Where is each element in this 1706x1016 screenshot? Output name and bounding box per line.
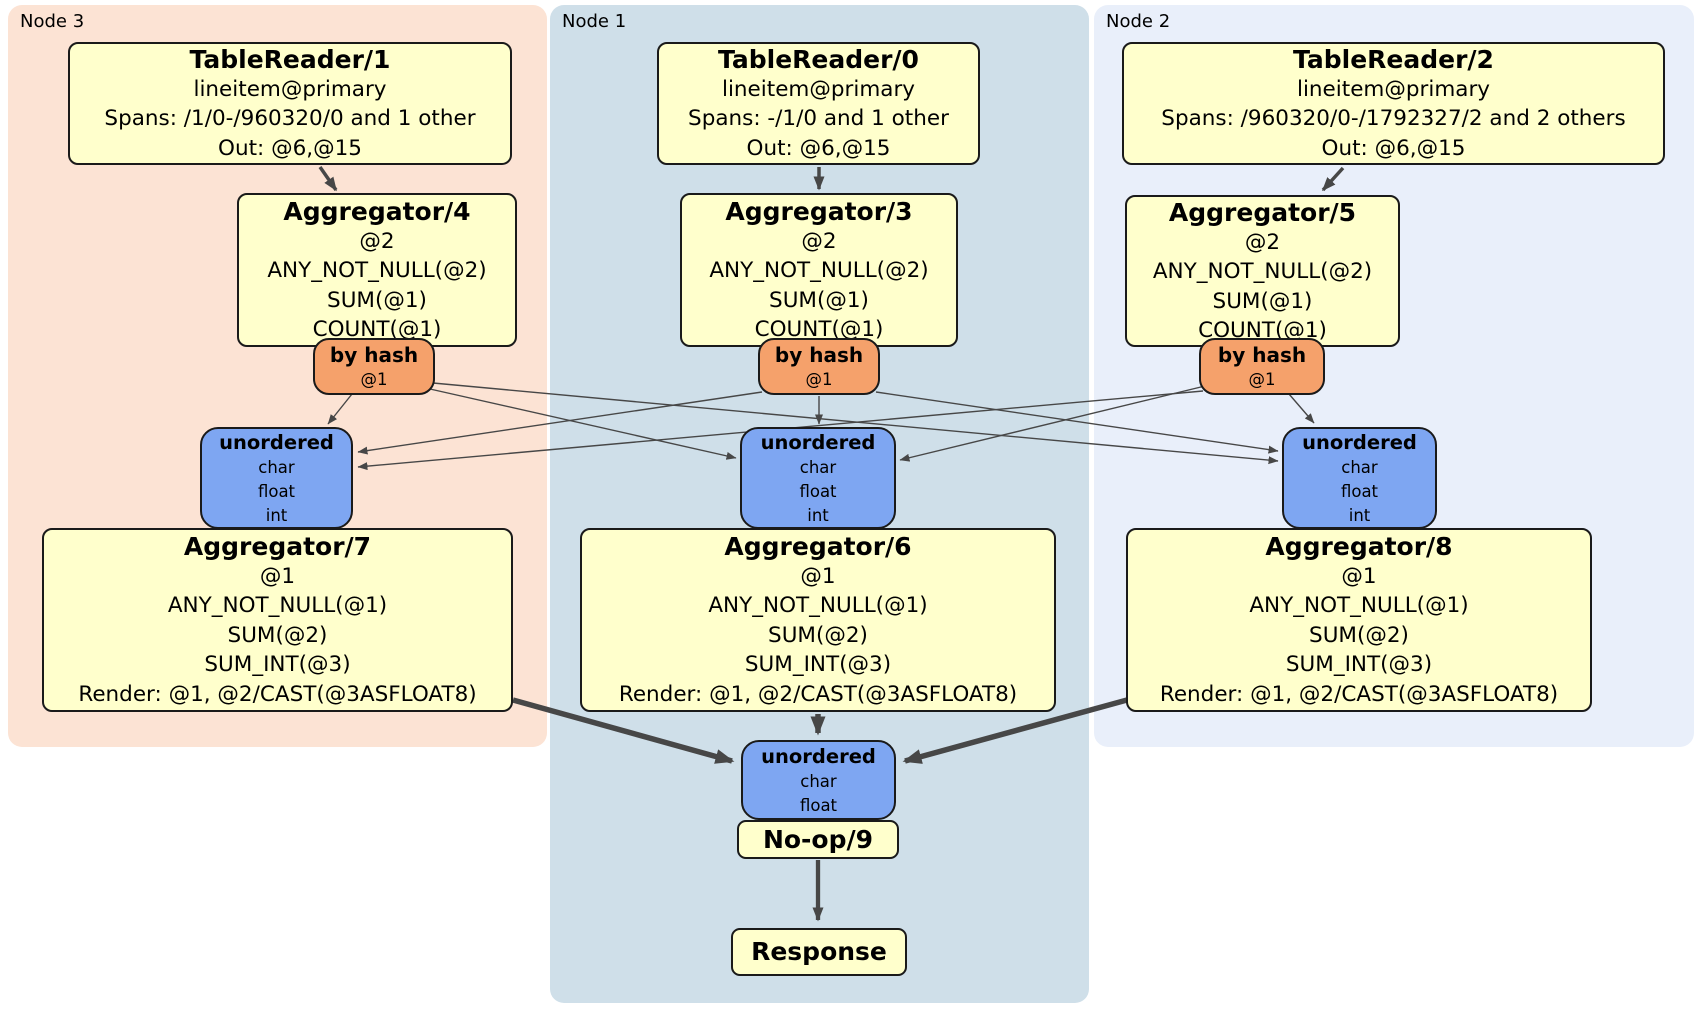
router-hash-right: by hash @1 [1199, 338, 1325, 395]
operator-aggregator-5: Aggregator/5 @2 ANY_NOT_NULL(@2) SUM(@1)… [1125, 195, 1400, 347]
operator-detail: SUM(@2) [768, 622, 868, 648]
edge-hashM-unR [875, 391, 1279, 454]
operator-detail: ANY_NOT_NULL(@1) [708, 593, 928, 619]
sync-unordered-mid: unordered char float int [740, 427, 896, 529]
operator-aggregator-7: Aggregator/7 @1 ANY_NOT_NULL(@1) SUM(@2)… [42, 528, 513, 712]
operator-detail: Render: @1, @2/CAST(@3ASFLOAT8) [78, 681, 477, 707]
sync-unordered-right: unordered char float int [1282, 427, 1437, 529]
operator-title: No-op/9 [762, 824, 874, 854]
edge-hashR-unR [1288, 393, 1315, 424]
sync-title: unordered [219, 430, 334, 454]
node1-label: Node 1 [562, 11, 627, 32]
operator-detail: lineitem@primary [193, 76, 387, 102]
sync-detail: float [1340, 481, 1379, 501]
sync-detail: char [258, 457, 295, 477]
operator-title: TableReader/1 [189, 44, 391, 74]
operator-detail: @2 [801, 228, 837, 254]
edge-agg8-final [902, 697, 1128, 764]
operator-detail: Spans: /960320/0-/1792327/2 and 2 others [1161, 106, 1626, 132]
operator-detail: Spans: /1/0-/960320/0 and 1 other [104, 106, 476, 132]
router-hash-left: by hash @1 [313, 338, 435, 395]
sync-title: unordered [1302, 430, 1417, 454]
operator-detail: SUM_INT(@3) [204, 652, 351, 678]
operator-aggregator-8: Aggregator/8 @1 ANY_NOT_NULL(@1) SUM(@2)… [1126, 528, 1592, 712]
router-detail: @1 [360, 370, 388, 389]
sync-detail: int [265, 505, 288, 525]
edge-tr1-agg4 [318, 166, 338, 192]
node2-label: Node 2 [1106, 11, 1171, 32]
operator-title: Aggregator/3 [725, 196, 913, 226]
sync-detail: int [1348, 505, 1371, 525]
operator-detail: @1 [1341, 563, 1377, 589]
operator-detail: Out: @6,@15 [1321, 135, 1466, 161]
operator-detail: SUM_INT(@3) [744, 652, 892, 678]
edge-hashM-unL [357, 391, 763, 455]
operator-detail: lineitem@primary [1296, 76, 1491, 102]
operator-detail: lineitem@primary [721, 76, 916, 102]
operator-title: TableReader/0 [718, 44, 919, 74]
operator-detail: Render: @1, @2/CAST(@3ASFLOAT8) [1159, 681, 1559, 707]
router-title: by hash [774, 343, 864, 367]
sync-title: unordered [760, 430, 876, 454]
operator-title: Response [751, 937, 887, 966]
operator-aggregator-3: Aggregator/3 @2 ANY_NOT_NULL(@2) SUM(@1)… [680, 193, 958, 347]
router-detail: @1 [1248, 370, 1276, 389]
operator-detail: ANY_NOT_NULL(@1) [167, 593, 388, 619]
sync-detail: float [257, 481, 296, 501]
operator-detail: Render: @1, @2/CAST(@3ASFLOAT8) [618, 681, 1018, 707]
router-title: by hash [329, 343, 419, 367]
operator-detail: @2 [1244, 229, 1281, 255]
operator-detail: ANY_NOT_NULL(@2) [709, 258, 929, 283]
operator-title: Aggregator/6 [724, 531, 912, 561]
operator-detail: @1 [800, 563, 836, 589]
operator-detail: ANY_NOT_NULL(@2) [267, 258, 487, 283]
operator-aggregator-4: Aggregator/4 @2 ANY_NOT_NULL(@2) SUM(@1)… [237, 193, 517, 347]
operator-title: Aggregator/5 [1168, 197, 1357, 227]
edge-hashL-unL [327, 393, 353, 425]
operator-title: Aggregator/8 [1265, 531, 1453, 561]
operator-detail: SUM(@2) [227, 622, 328, 648]
operator-tablereader-2: TableReader/2 lineitem@primary Spans: /9… [1122, 42, 1665, 165]
edge-hashR-unM [899, 385, 1206, 462]
operator-detail: @1 [259, 563, 296, 589]
edge-hashL-unM [429, 388, 737, 460]
operator-detail: SUM(@1) [769, 287, 869, 313]
router-title: by hash [1217, 343, 1307, 367]
operator-detail: Out: @6,@15 [746, 135, 891, 161]
sync-detail: float [799, 481, 837, 501]
operator-tablereader-1: TableReader/1 lineitem@primary Spans: /1… [68, 42, 512, 165]
operator-tablereader-0: TableReader/0 lineitem@primary Spans: -/… [657, 42, 980, 165]
node3-label: Node 3 [20, 11, 85, 32]
router-detail: @1 [805, 370, 833, 389]
operator-detail: COUNT(@1) [312, 317, 442, 342]
sync-unordered-left: unordered char float int [200, 427, 353, 529]
edge-tr2-agg5 [1321, 166, 1345, 192]
operator-detail: SUM(@1) [327, 287, 427, 313]
sync-detail: int [807, 505, 829, 525]
operator-detail: SUM(@2) [1309, 622, 1409, 648]
operator-response: Response [731, 928, 907, 976]
operator-detail: Spans: -/1/0 and 1 other [688, 106, 949, 132]
operator-detail: SUM(@1) [1212, 288, 1313, 314]
operator-detail: ANY_NOT_NULL(@1) [1249, 593, 1469, 619]
sync-detail: char [1341, 457, 1378, 477]
operator-title: Aggregator/7 [183, 531, 372, 561]
operator-noop-9: No-op/9 [737, 820, 899, 859]
sync-detail: float [799, 795, 838, 815]
operator-detail: Out: @6,@15 [218, 135, 362, 161]
operator-detail: @2 [359, 228, 395, 254]
operator-detail: SUM_INT(@3) [1285, 652, 1433, 678]
sync-title: unordered [761, 744, 876, 768]
sync-detail: char [800, 771, 837, 791]
edge-agg7-final [512, 697, 735, 764]
router-hash-mid: by hash @1 [758, 338, 880, 395]
sync-unordered-final: unordered char float [741, 740, 896, 820]
sync-detail: char [799, 457, 837, 477]
operator-detail: ANY_NOT_NULL(@2) [1152, 259, 1373, 284]
operator-aggregator-6: Aggregator/6 @1 ANY_NOT_NULL(@1) SUM(@2)… [580, 528, 1056, 712]
operator-detail: COUNT(@1) [754, 317, 884, 342]
operator-title: TableReader/2 [1293, 44, 1494, 74]
operator-title: Aggregator/4 [283, 196, 471, 226]
